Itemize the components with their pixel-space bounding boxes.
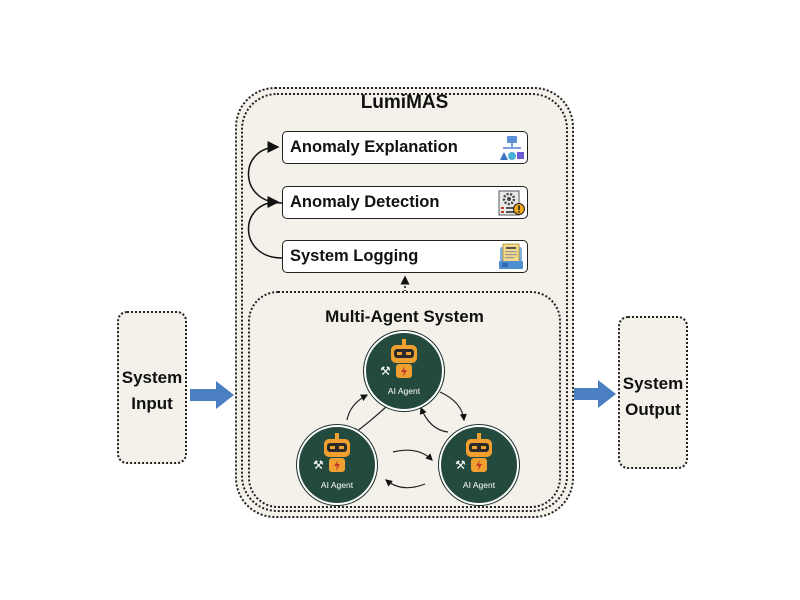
anomaly-explanation-label: Anomaly Explanation xyxy=(290,138,458,156)
system-input-label-line2: Input xyxy=(131,394,173,413)
system-input-box: System Input xyxy=(117,311,187,464)
system-logging-layer: System Logging xyxy=(282,240,528,273)
ai-agent-left: ⚒ AI Agent xyxy=(297,425,377,505)
system-input-label-line1: System xyxy=(121,368,183,387)
robot-icon: ⚒ xyxy=(455,433,492,472)
multi-agent-system-title: Multi-Agent System xyxy=(325,307,484,326)
anomaly-explanation-layer: Anomaly Explanation xyxy=(282,131,528,164)
svg-text:⚒: ⚒ xyxy=(380,364,391,378)
anomaly-detection-layer: Anomaly Detection xyxy=(282,186,528,219)
gear-warning-icon xyxy=(498,190,525,216)
system-output-label-line1: System xyxy=(622,374,684,393)
robot-icon: ⚒ xyxy=(313,433,350,472)
output-arrow xyxy=(572,380,616,408)
ai-agent-right: ⚒ AI Agent xyxy=(439,425,519,505)
ai-agent-label: AI Agent xyxy=(462,480,496,490)
system-output-label-line2: Output xyxy=(625,400,681,419)
svg-text:⚒: ⚒ xyxy=(455,458,466,472)
input-arrow xyxy=(190,381,234,409)
svg-text:⚒: ⚒ xyxy=(313,458,324,472)
system-output-box: System Output xyxy=(618,316,688,469)
lumimas-inner-border xyxy=(241,93,568,512)
anomaly-detection-label: Anomaly Detection xyxy=(290,193,440,211)
lumimas-title: LumiMAS xyxy=(360,92,449,113)
ai-agent-label: AI Agent xyxy=(320,480,354,490)
log-document-icon xyxy=(499,243,523,269)
robot-icon: ⚒ xyxy=(380,339,417,378)
system-logging-label: System Logging xyxy=(290,247,419,265)
ai-agent-label: AI Agent xyxy=(387,386,421,396)
ai-agent-top: ⚒ AI Agent xyxy=(364,331,444,411)
shapes-hierarchy-icon xyxy=(500,136,524,160)
